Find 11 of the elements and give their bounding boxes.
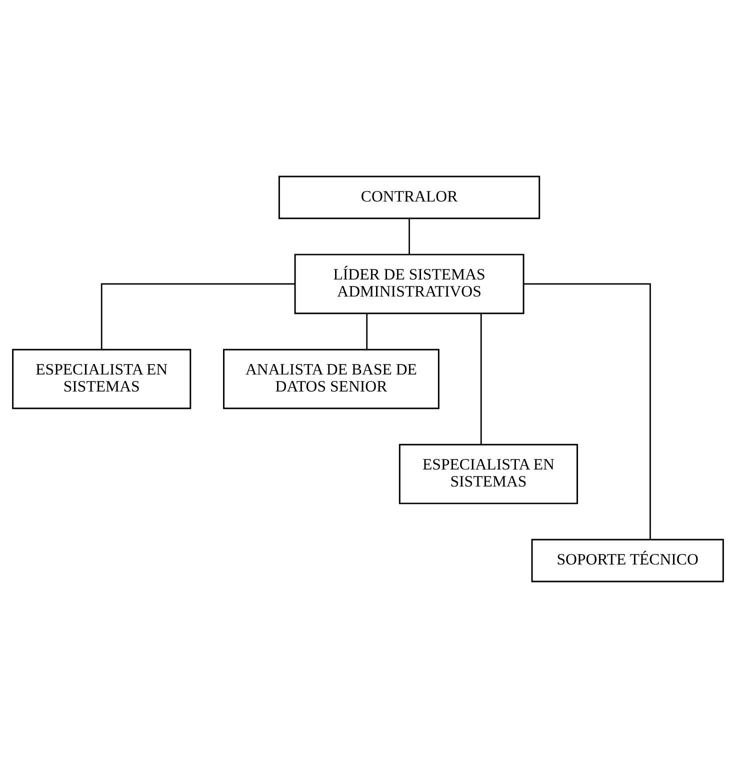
node-box: SOPORTE TÉCNICO xyxy=(531,538,724,582)
connector xyxy=(408,218,410,254)
node-box: ESPECIALISTA EN SISTEMAS xyxy=(12,348,192,410)
connector xyxy=(480,314,482,445)
node-box: LÍDER DE SISTEMAS ADMINISTRATIVOS xyxy=(294,254,524,314)
connector xyxy=(100,283,295,350)
node-box: CONTRALOR xyxy=(278,176,540,220)
node-box: ANALISTA DE BASE DE DATOS SENIOR xyxy=(223,348,440,410)
node-box: ESPECIALISTA EN SISTEMAS xyxy=(398,444,578,504)
connector xyxy=(366,314,368,350)
connector xyxy=(524,283,651,540)
